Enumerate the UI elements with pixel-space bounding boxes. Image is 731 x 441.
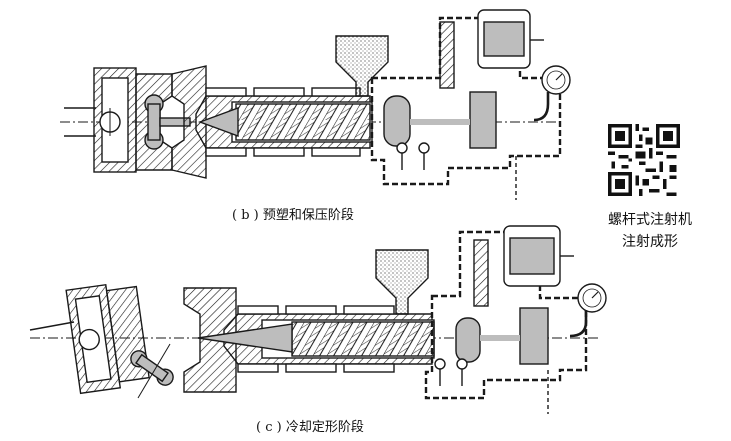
qr-code-icon[interactable] bbox=[608, 124, 680, 196]
side-label-line1: 螺杆式注射机 bbox=[608, 212, 692, 228]
moving-platen-b bbox=[93, 67, 137, 173]
drive-housing-b bbox=[370, 16, 562, 200]
machine-c bbox=[29, 225, 607, 414]
caption-stage-c: ( c ) 冷却定形阶段 bbox=[256, 420, 364, 435]
side-label-line2: 注射成形 bbox=[622, 234, 678, 250]
pressure-gauge-b bbox=[533, 65, 571, 122]
molded-part-b bbox=[144, 94, 191, 150]
side-label: 螺杆式注射机 注射成形 bbox=[596, 209, 704, 253]
ejected-part-c bbox=[130, 350, 174, 386]
hopper-b bbox=[335, 35, 389, 97]
moving-platen-c bbox=[65, 283, 150, 395]
drive-housing-c bbox=[424, 230, 588, 414]
hopper-c bbox=[375, 249, 429, 315]
motor-c bbox=[503, 225, 574, 287]
motor-b bbox=[477, 9, 544, 69]
machine-b bbox=[60, 9, 571, 200]
pressure-gauge-c bbox=[569, 283, 607, 338]
barrel-b bbox=[195, 87, 373, 157]
caption-stage-b: ( b ) 预塑和保压阶段 bbox=[232, 208, 354, 223]
